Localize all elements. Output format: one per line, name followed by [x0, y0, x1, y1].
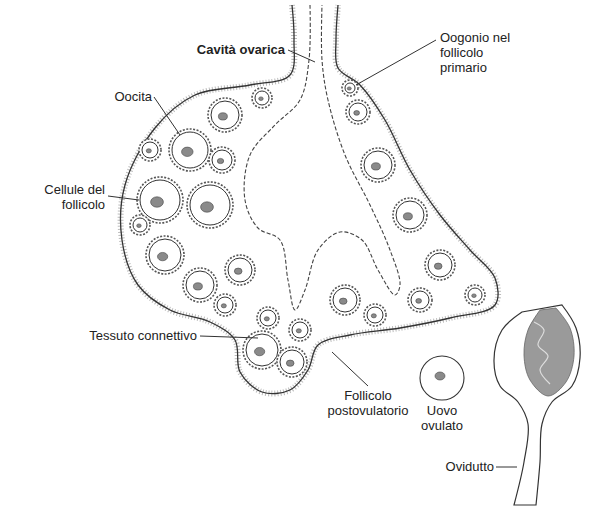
part-label: Tessuto connettivo: [15, 328, 197, 343]
follicle: [243, 331, 281, 369]
follicle: [330, 285, 360, 315]
part-label: Cellule del follicolo: [15, 182, 105, 212]
follicle: [257, 307, 279, 329]
part-label: Oogonio nel follicolo primario: [440, 30, 530, 75]
follicle: [393, 198, 427, 232]
follicle: [225, 255, 255, 285]
part-label: Cavità ovarica: [160, 42, 285, 57]
follicle: [146, 236, 184, 274]
follicle: [425, 250, 455, 280]
follicle: [208, 98, 242, 132]
follicle: [209, 147, 235, 173]
follicle: [214, 294, 236, 316]
follicle: [252, 88, 272, 108]
follicle: [130, 215, 150, 235]
part-label: Uovo ovulato: [407, 403, 477, 433]
ovulated-egg: [420, 356, 464, 400]
follicle: [289, 319, 311, 341]
leader-line: [356, 40, 436, 85]
oviduct: [494, 305, 580, 505]
follicle: [169, 129, 211, 171]
follicle: [361, 148, 395, 182]
follicle: [408, 288, 432, 312]
follicle: [187, 182, 233, 228]
follicle: [183, 268, 217, 302]
follicle: [139, 139, 161, 161]
leader-line: [288, 50, 315, 62]
follicle: [277, 347, 307, 377]
part-label: Follicolo postovulatorio: [318, 388, 418, 418]
follicle: [342, 80, 358, 96]
leader-line: [108, 196, 139, 200]
part-label: Ovidutto: [410, 459, 494, 474]
follicle: [364, 304, 386, 326]
leader-line: [200, 336, 258, 338]
part-label: Oocita: [60, 89, 152, 104]
follicle: [346, 100, 370, 124]
leader-line: [496, 467, 517, 468]
leader-line: [154, 97, 180, 135]
leader-line: [332, 352, 368, 386]
follicle: [465, 285, 485, 305]
